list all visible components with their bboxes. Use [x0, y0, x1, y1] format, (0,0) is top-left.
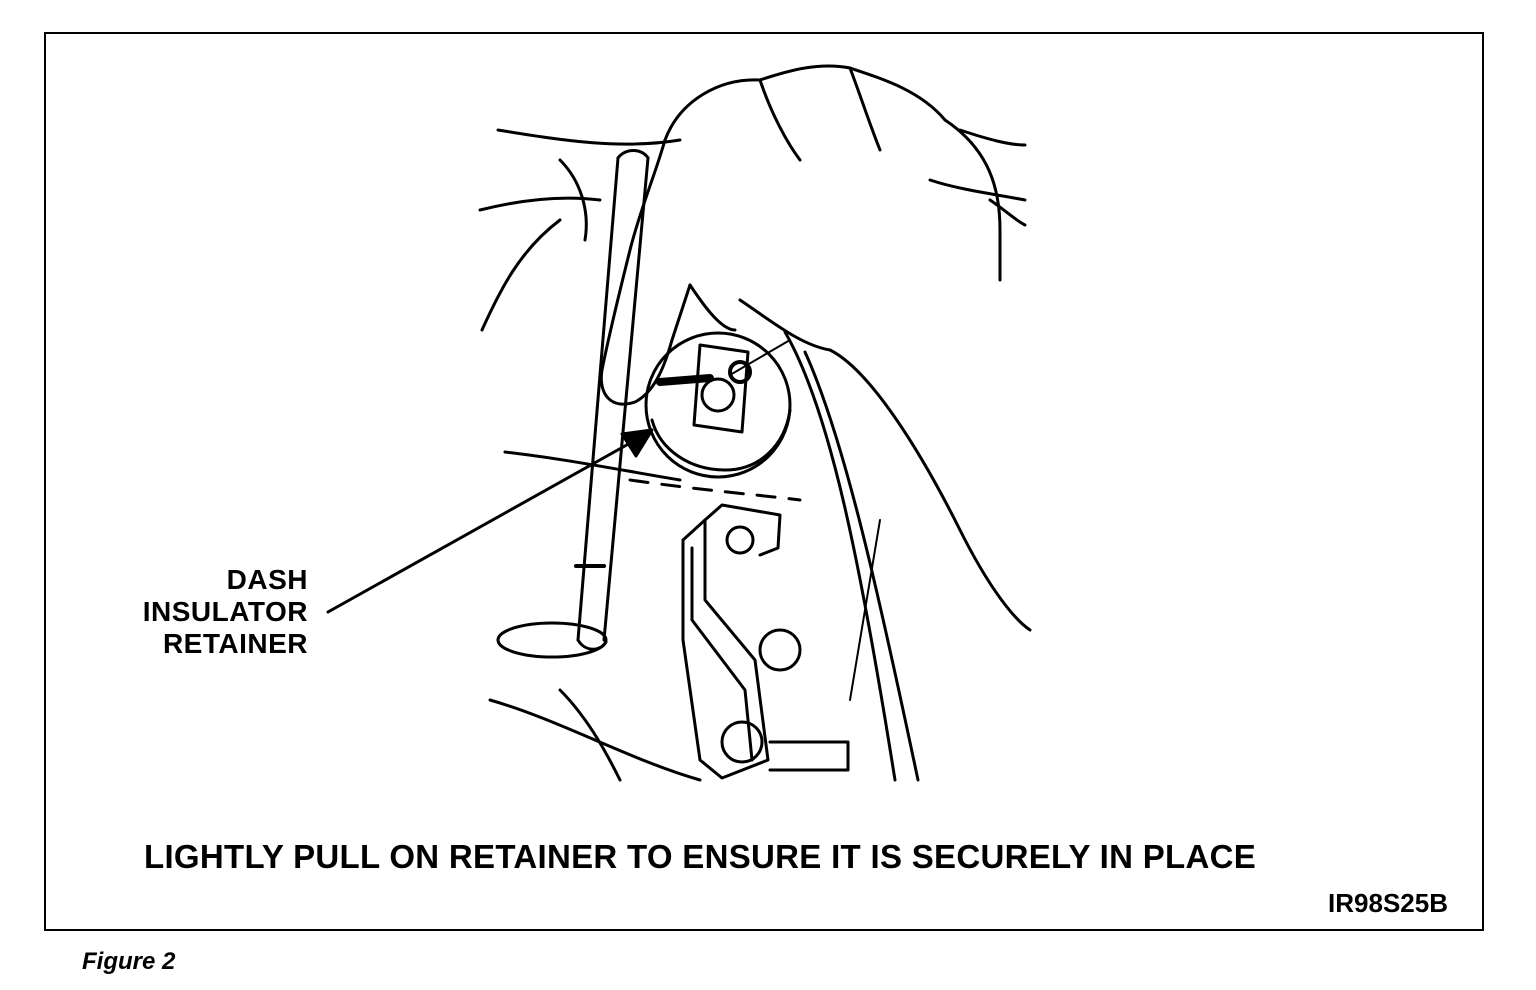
figure-code: IR98S25B	[1328, 888, 1448, 918]
vertical-rod	[496, 149, 650, 659]
figure-label: Figure 2	[82, 948, 176, 975]
callout-label: DASH INSULATOR RETAINER	[143, 564, 308, 660]
retainer-icon	[644, 331, 792, 479]
figure-caption: LIGHTLY PULL ON RETAINER TO ENSURE IT IS…	[144, 838, 1257, 875]
callout-line-1: DASH	[226, 564, 308, 595]
lower-bracket	[681, 503, 881, 780]
figure-frame	[44, 32, 1484, 931]
callout-line-2: INSULATOR	[142, 596, 308, 627]
callout-line-3: RETAINER	[162, 628, 308, 659]
arrow-icon	[326, 428, 654, 614]
hand-icon	[599, 64, 1032, 782]
background-contours	[478, 128, 1027, 782]
